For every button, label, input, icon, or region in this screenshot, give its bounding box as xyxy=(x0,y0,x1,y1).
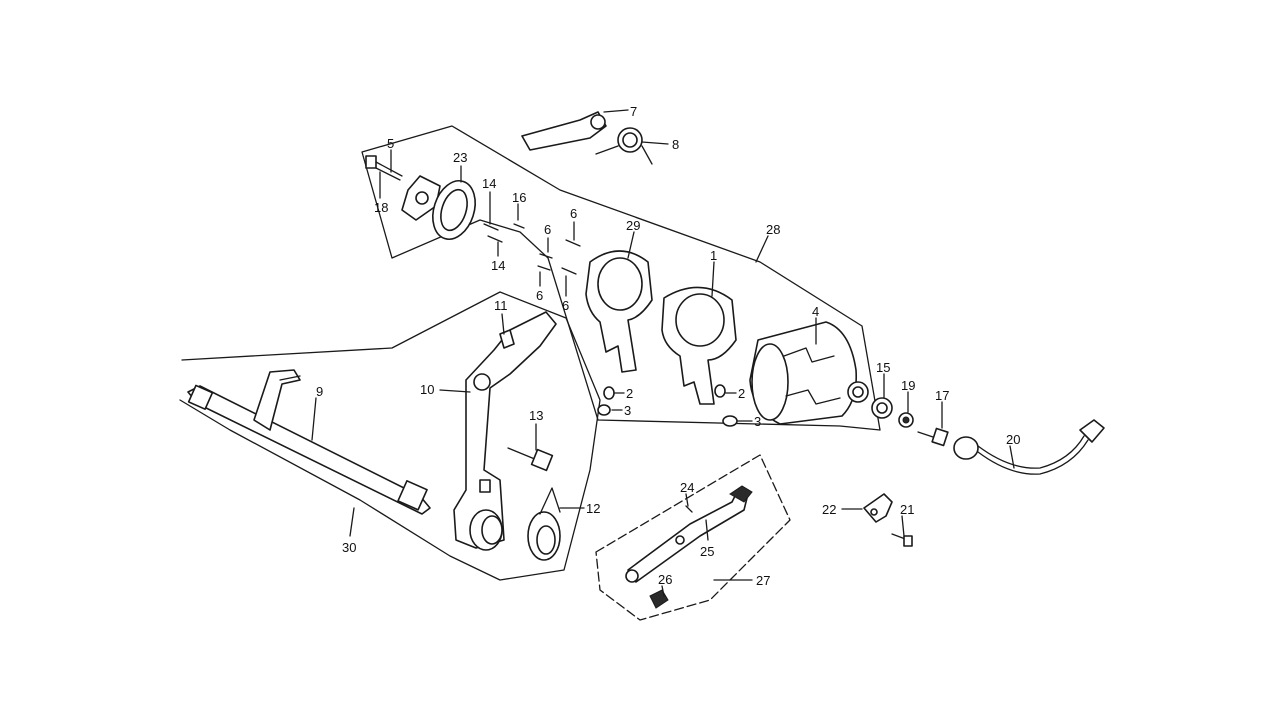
callout-23: 23 xyxy=(453,150,467,165)
callout-17: 17 xyxy=(935,388,949,403)
callout-14-bottom: 14 xyxy=(491,258,505,273)
group-outline-28 xyxy=(361,125,881,431)
callout-18: 18 xyxy=(374,200,388,215)
neutral-switch-cable xyxy=(953,419,1105,475)
stopper-spring xyxy=(595,127,653,165)
callout-13: 13 xyxy=(529,408,543,423)
callout-28: 28 xyxy=(766,222,780,237)
callout-30: 30 xyxy=(342,540,356,555)
callout-24: 24 xyxy=(680,480,694,495)
leader-lines xyxy=(311,109,1015,597)
shift-arm xyxy=(453,311,557,551)
callout-27: 27 xyxy=(756,573,770,588)
screw-17 xyxy=(917,427,949,447)
callout-14-top: 14 xyxy=(482,176,496,191)
group-outline-27 xyxy=(595,454,791,621)
shift-fork-29 xyxy=(585,250,653,373)
callout-6-c: 6 xyxy=(536,288,543,303)
guide-pins xyxy=(597,384,738,427)
callout-8: 8 xyxy=(672,137,679,152)
callout-5: 5 xyxy=(387,136,394,151)
pin-11 xyxy=(499,329,515,349)
callout-19: 19 xyxy=(901,378,915,393)
shift-fork-1 xyxy=(661,286,737,405)
callout-7: 7 xyxy=(630,104,637,119)
callout-10: 10 xyxy=(420,382,434,397)
callout-20: 20 xyxy=(1006,432,1020,447)
callout-3-a: 3 xyxy=(624,403,631,418)
pins xyxy=(483,223,581,275)
bolt-21 xyxy=(891,533,913,547)
callout-29: 29 xyxy=(626,218,640,233)
callout-9: 9 xyxy=(316,384,323,399)
callout-21: 21 xyxy=(900,502,914,517)
bracket-22 xyxy=(863,493,893,523)
gearshift-spindle xyxy=(187,369,431,515)
washer xyxy=(432,180,476,240)
callout-6-b: 6 xyxy=(570,206,577,221)
callout-26: 26 xyxy=(658,572,672,587)
return-spring xyxy=(527,487,561,561)
callout-labels: 7 8 5 23 18 14 14 16 6 6 6 6 29 1 28 4 2… xyxy=(316,104,1020,588)
washer-19 xyxy=(898,412,914,428)
group-outline-30 xyxy=(179,291,601,581)
bolt xyxy=(365,155,403,181)
callout-4: 4 xyxy=(812,304,819,319)
pedal-rubber-26 xyxy=(649,589,669,609)
callout-11: 11 xyxy=(494,298,508,313)
nut-15 xyxy=(871,397,893,419)
gearshift-pedal xyxy=(625,485,753,583)
bolt-24 xyxy=(685,505,693,513)
callout-2-a: 2 xyxy=(626,386,633,401)
callout-22: 22 xyxy=(822,502,836,517)
callout-1: 1 xyxy=(710,248,717,263)
callout-2-b: 2 xyxy=(738,386,745,401)
stud-13 xyxy=(507,447,554,472)
callout-16: 16 xyxy=(512,190,526,205)
stopper-arm xyxy=(521,111,607,151)
shift-drum-cam-plate xyxy=(401,175,441,221)
callout-15: 15 xyxy=(876,360,890,375)
callout-12: 12 xyxy=(586,501,600,516)
callout-3-b: 3 xyxy=(754,414,761,429)
callout-6-d: 6 xyxy=(562,298,569,313)
shift-drum xyxy=(749,321,869,425)
callout-6-a: 6 xyxy=(544,222,551,237)
callout-25: 25 xyxy=(700,544,714,559)
